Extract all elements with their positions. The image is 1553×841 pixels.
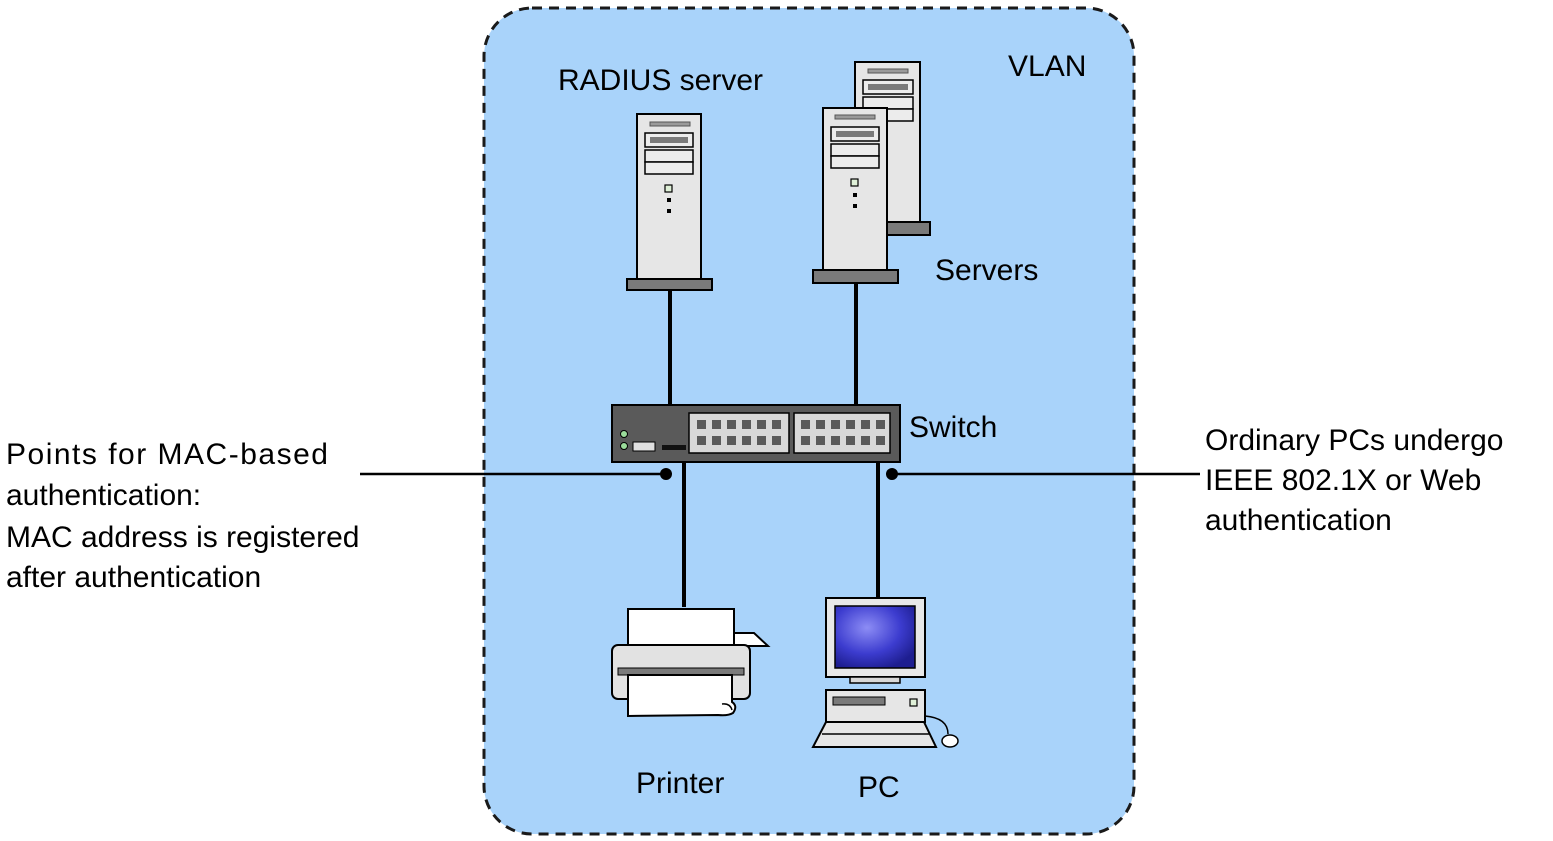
connection-lines: [668, 283, 880, 607]
radius-server-icon: [626, 113, 713, 291]
radius-server-label: RADIUS server: [558, 64, 763, 97]
front-server-tower: [812, 107, 899, 284]
left-callout: Points for MAC-based authentication: MAC…: [6, 438, 359, 594]
right-callout-line-3: authentication: [1205, 504, 1392, 537]
left-callout-line-1: Points for MAC-based: [6, 438, 329, 471]
right-callout: Ordinary PCs undergo IEEE 802.1X or Web …: [1205, 424, 1503, 537]
left-leader-dot: [660, 468, 672, 480]
switch-label: Switch: [909, 411, 997, 444]
printer-icon: [611, 608, 771, 718]
servers-icon: [812, 61, 931, 284]
callout-leaders: [360, 468, 1200, 480]
servers-label: Servers: [935, 254, 1038, 287]
switch-icon: [611, 404, 901, 463]
switch-ports: [697, 420, 885, 445]
left-callout-line-2: authentication:: [6, 479, 201, 512]
left-callout-line-4: after authentication: [6, 561, 261, 594]
printer-label: Printer: [636, 767, 724, 800]
pc-icon: [811, 597, 959, 748]
left-callout-line-3: MAC address is registered: [6, 521, 359, 554]
pc-label: PC: [858, 771, 900, 804]
right-leader-dot: [886, 468, 898, 480]
right-callout-line-1: Ordinary PCs undergo: [1205, 424, 1503, 457]
right-callout-line-2: IEEE 802.1X or Web: [1205, 464, 1481, 497]
vlan-label: VLAN: [1008, 50, 1086, 83]
